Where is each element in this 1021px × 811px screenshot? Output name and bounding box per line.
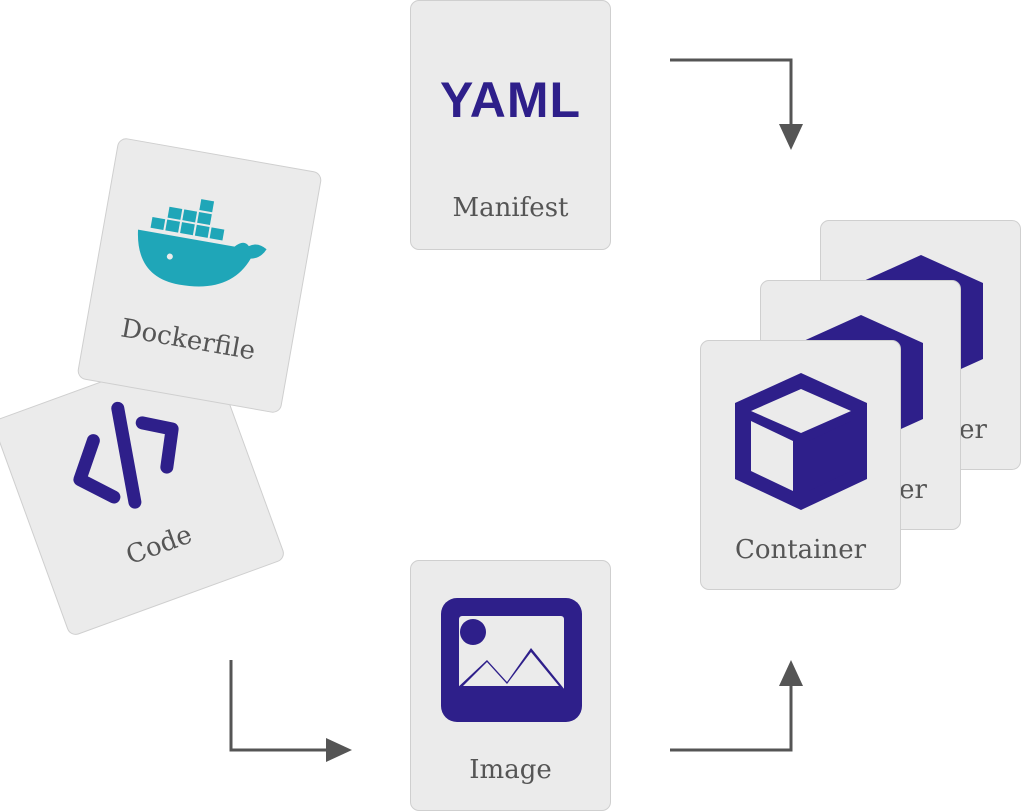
docker-whale-icon <box>138 199 267 287</box>
manifest-label: Manifest <box>452 193 569 223</box>
image-card: Image <box>410 560 611 811</box>
code-icon <box>73 401 179 509</box>
code-card: Code <box>0 342 287 638</box>
dockerfile-label: Dockerfile <box>118 313 258 367</box>
container-card-front: Container <box>700 340 901 590</box>
yaml-text: YAML <box>439 72 582 128</box>
manifest-card: YAML Manifest <box>410 0 611 250</box>
container-label-middle: er <box>899 475 927 505</box>
image-label: Image <box>469 755 552 785</box>
arrow-manifest-to-container <box>670 58 803 150</box>
image-icon <box>441 598 582 722</box>
arrow-code-to-image <box>229 660 352 762</box>
arrow-image-to-container <box>670 660 803 752</box>
container-label-back: er <box>959 415 987 445</box>
dockerfile-card: Dockerfile <box>76 136 323 415</box>
container-box-icon <box>735 373 867 510</box>
container-label: Container <box>734 535 867 565</box>
